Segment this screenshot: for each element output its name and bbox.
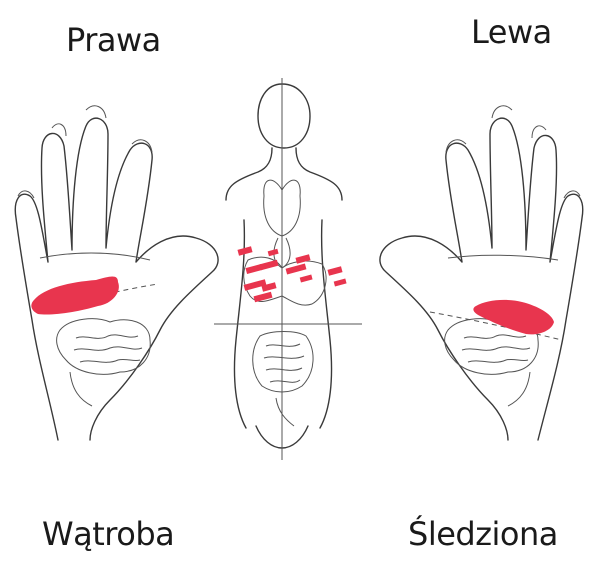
liver-reflex-zone (31, 277, 119, 315)
left-hand-outline (380, 106, 583, 440)
spleen-reflex-zone (473, 300, 554, 334)
organ-reflex-marks (237, 246, 346, 302)
right-hand-outline (15, 106, 218, 440)
